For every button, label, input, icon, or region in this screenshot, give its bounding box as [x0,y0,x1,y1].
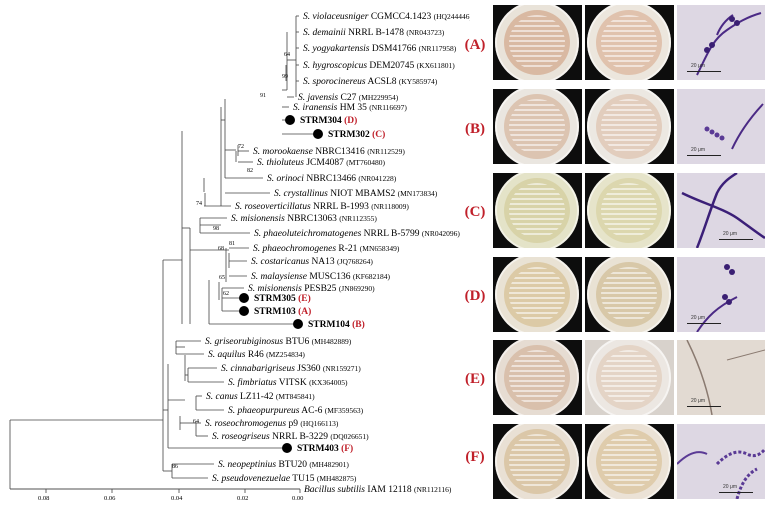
plate-photo-c1 [493,173,582,248]
taxon-label: S. crystallinus NIOT MBAMS2 (MN173834) [274,189,438,199]
bootstrap-value: 65 [219,275,225,281]
bootstrap-value: 81 [229,241,235,247]
plate-photo-f2 [585,424,674,499]
bootstrap-value: 91 [260,93,266,99]
taxon-label: S. fimbriatus VITSK (KX364005) [228,377,348,388]
axis-tick-label: 0.04 [171,495,183,502]
micrograph-f: 20 μm [677,424,765,499]
taxon-label: S. roseogriseus NRRL B-3229 (DQ026651) [212,432,369,442]
isolate-marker [285,115,295,125]
micrograph-c: 20 μm [677,173,765,248]
plate-photo-d1 [493,257,582,332]
plate-photo-b2 [585,89,674,164]
axis-tick-label: 0.02 [237,495,248,502]
taxon-label: S. costaricanus NA13 (JQ768264) [251,257,373,267]
taxon-label: S. yogyakartensis DSM41766 (NR117958) [303,44,457,54]
scale-label: 20 μm [723,484,737,490]
scale-label: 20 μm [691,147,705,153]
isolate-marker [293,319,303,329]
axis-tick-label: 0.00 [292,495,303,502]
isolate-label: STRM104 (B) [308,319,365,330]
taxon-label: S. sporocinereus ACSL8 (KY585974) [303,77,438,87]
taxon-label: Bacillus subtilis IAM 12118 (NR112116) [304,485,452,495]
bootstrap-value: 64 [193,419,199,425]
taxon-label: S. roseoverticillatus NRRL B-1993 (NR118… [235,202,409,212]
taxon-label: S. orinoci NBRC13466 (NR041228) [267,174,397,184]
isolate-marker [239,293,249,303]
micrograph-b: 20 μm [677,89,765,164]
plate-photo-b1 [493,89,582,164]
bootstrap-value: 72 [238,144,244,150]
micrograph-a: 20 μm [677,5,765,80]
taxon-label: S. phaeopurpureus AC-6 (MF359563) [228,406,364,416]
plate-photo-a1 [493,5,582,80]
taxon-label: S. demainii NRRL B-1478 (NR043723) [303,28,445,38]
taxon-label: S. misionensis PESB25 (JN869290) [248,284,375,294]
isolate-marker [313,129,323,139]
panel-label-a: (A) [464,37,486,53]
isolate-label: STRM103 (A) [254,306,311,317]
taxon-label: S. malaysiense MUSC136 (KF682184) [251,272,390,282]
photo-grid: (A) 20 μm (B) 20 μm (C) 20 μm (D) [457,5,770,505]
scale-label: 20 μm [691,315,705,321]
taxon-label: S. misionensis NBRC13063 (NR112355) [231,214,377,224]
taxon-label: S. neopeptinius BTU20 (MH482901) [218,460,349,470]
taxon-label: S. aquilus R46 (MZ254834) [208,350,305,360]
taxon-label: S. iranensis HM 35 (NR116697) [293,103,407,113]
bootstrap-value: 82 [247,168,253,174]
scale-label: 20 μm [691,63,705,69]
taxon-label: S. canus LZ11-42 (MT845841) [206,392,315,402]
plate-photo-a2 [585,5,674,80]
taxon-label: S. roseochromogenus p9 (HQ166113) [205,419,339,429]
taxon-label: S. pseudovenezuelae TU15 (MH482875) [212,474,357,484]
bootstrap-value: 86 [172,464,178,470]
taxon-label: S. violaceusniger CGMCC4.1423 (HQ244446) [303,12,470,22]
bootstrap-value: 98 [213,226,219,232]
bootstrap-value: 74 [196,201,202,207]
plate-photo-f1 [493,424,582,499]
taxon-label: S. morookaense NBRC13416 (NR112529) [253,147,405,157]
phylogenetic-tree: S. violaceusniger CGMCC4.1423 (HQ244446)… [9,12,470,502]
micrograph-e: 20 μm [677,340,765,415]
isolate-label: STRM305 (E) [254,293,311,304]
panel-label-d: (D) [464,288,486,304]
panel-label-c: (C) [464,204,486,220]
bootstrap-value: 68 [218,246,224,252]
isolate-label: STRM304 (D) [300,115,357,126]
axis-tick-label: 0.08 [38,495,49,502]
bootstrap-value: 99 [282,74,288,80]
axis-tick-label: 0.06 [104,495,116,502]
isolate-label: STRM403 (F) [297,443,353,454]
taxon-label: S. phaeochromogenes R-21 (MN658349) [253,244,400,254]
isolate-marker [239,306,249,316]
plate-photo-d2 [585,257,674,332]
scale-label: 20 μm [723,231,737,237]
isolate-marker [282,443,292,453]
bootstrap-value: 62 [223,291,229,297]
panel-label-b: (B) [465,121,485,137]
taxon-label: S. hygroscopicus DEM20745 (KX611801) [303,61,455,71]
panel-label-f: (F) [465,449,485,465]
bootstrap-value: 64 [284,52,290,58]
taxon-label: S. cinnabarigriseus JS360 (NR159271) [221,364,361,374]
taxon-label: S. phaeoluteichromatogenes NRRL B-5799 (… [254,229,460,239]
micrograph-d: 20 μm [677,257,765,332]
taxon-label: S. griseorubiginosus BTU6 (MH482889) [205,337,352,347]
scale-label: 20 μm [691,398,705,404]
panel-label-e: (E) [465,371,485,387]
plate-photo-c2 [585,173,674,248]
plate-photo-e1 [493,340,582,415]
taxon-label: S. javensis C27 (MH229954) [298,93,399,103]
taxon-label: S. thioluteus JCM4087 (MT760480) [257,158,385,168]
isolate-label: STRM302 (C) [328,129,385,140]
plate-photo-e2 [585,340,674,415]
